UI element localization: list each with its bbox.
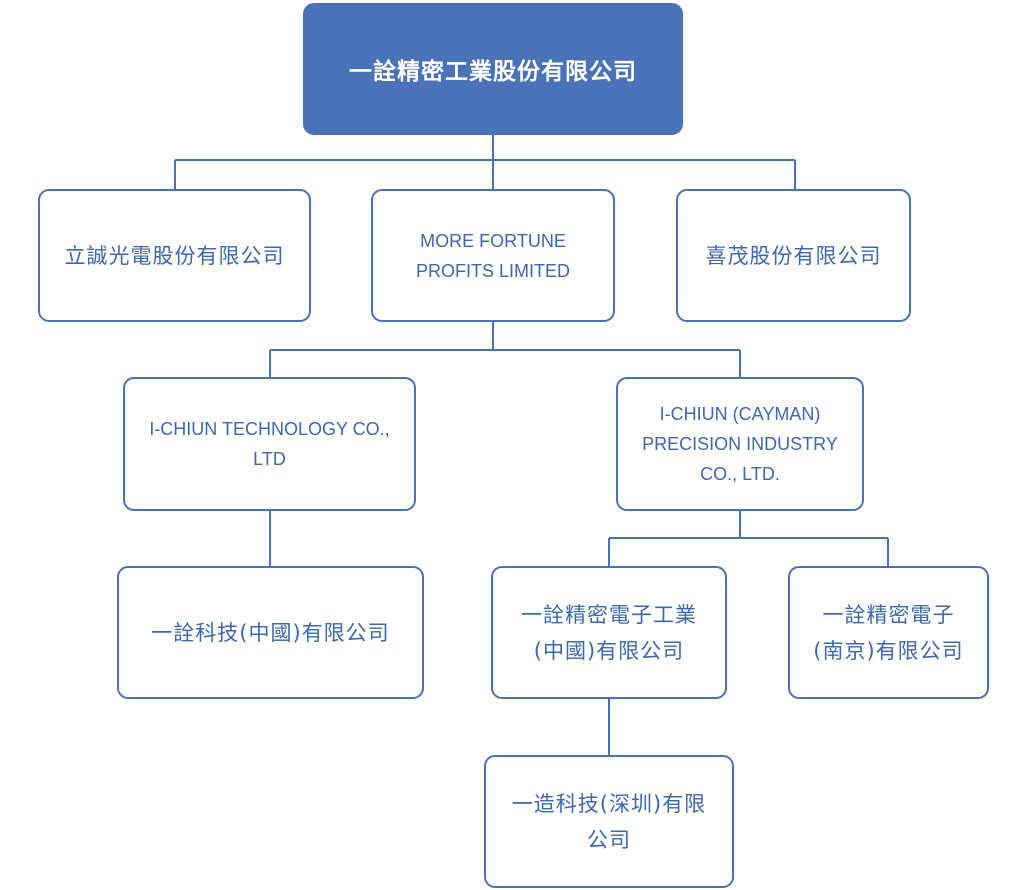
org-node-yiquan-dianzi-china: 一詮精密電子工業 (中國)有限公司: [491, 566, 727, 699]
org-node-yiquan-keji-china: 一詮科技(中國)有限公司: [117, 566, 424, 699]
org-node-label: MORE FORTUNE PROFITS LIMITED: [415, 230, 570, 281]
connector-morefortune-level2: [269, 322, 741, 377]
org-node-ichiun-cayman: I-CHIUN (CAYMAN) PRECISION INDUSTRY CO.,…: [616, 377, 864, 511]
org-node-label: 一詮精密工業股份有限公司: [349, 59, 637, 85]
org-node-ximao: 喜茂股份有限公司: [676, 189, 911, 322]
org-node-yizao-shenzhen: 一造科技(深圳)有限 公司: [484, 755, 734, 888]
org-node-root: 一詮精密工業股份有限公司: [303, 3, 683, 135]
org-node-label: 喜茂股份有限公司: [705, 243, 882, 268]
org-node-label: 一詮精密電子 (南京)有限公司: [813, 602, 964, 663]
org-node-label: I-CHIUN (CAYMAN) PRECISION INDUSTRY CO.,…: [642, 404, 838, 484]
org-node-label: 立誠光電股份有限公司: [64, 243, 285, 268]
org-node-label: 一造科技(深圳)有限 公司: [511, 791, 707, 852]
org-node-lichen: 立誠光電股份有限公司: [38, 189, 311, 322]
org-node-ichiun-technology: I-CHIUN TECHNOLOGY CO., LTD: [123, 377, 416, 511]
connector-cayman-level3: [608, 511, 889, 566]
connector-root-level1: [174, 135, 796, 189]
org-node-label: I-CHIUN TECHNOLOGY CO., LTD: [149, 419, 390, 469]
org-node-label: 一詮科技(中國)有限公司: [151, 620, 390, 645]
org-node-label: 一詮精密電子工業 (中國)有限公司: [521, 602, 697, 663]
org-node-more-fortune: MORE FORTUNE PROFITS LIMITED: [371, 189, 615, 322]
org-node-yiquan-dianzi-nanjing: 一詮精密電子 (南京)有限公司: [788, 566, 989, 699]
